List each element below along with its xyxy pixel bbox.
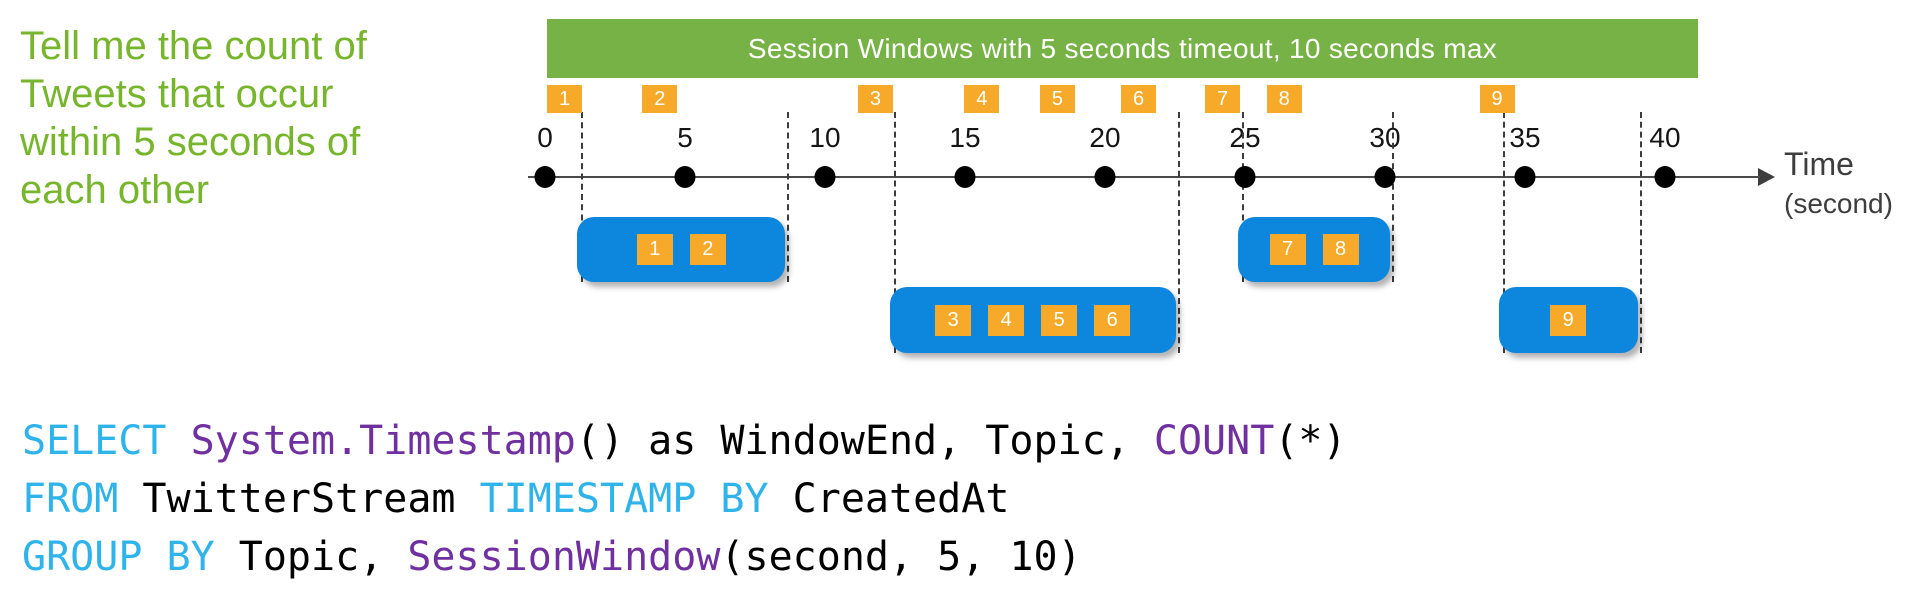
tick-label: 5 [677, 122, 693, 153]
prompt-line: each other [20, 168, 210, 212]
sql-token-function: System.Timestamp [190, 418, 576, 464]
sql-token-plain: CreatedAt [792, 476, 1010, 522]
timeline-dot [1234, 166, 1256, 188]
event-marker: 1 [547, 85, 583, 113]
sql-token-plain: (second, 5, 10) [720, 534, 1082, 580]
event-chip: 9 [1550, 304, 1587, 336]
sql-code-line: SELECT System.Timestamp() as WindowEnd, … [22, 412, 1347, 470]
sql-token-keyword: FROM [22, 476, 143, 522]
window-boundary-line [1639, 112, 1642, 353]
timeline-dot [674, 166, 696, 188]
sql-token-function: SessionWindow [407, 534, 721, 580]
window-boundary-line [893, 112, 896, 353]
sql-token-keyword: SELECT [22, 418, 191, 464]
timeline-dot [814, 166, 836, 188]
timeline-dot [534, 166, 556, 188]
tick-label: 35 [1509, 122, 1541, 153]
timeline-dot [1514, 166, 1536, 188]
sql-token-plain: Topic, [238, 534, 408, 580]
window-boundary-line [1502, 112, 1505, 353]
event-chip: 5 [1041, 304, 1078, 336]
prompt-line: within 5 seconds of [20, 120, 361, 164]
event-chip: 7 [1269, 234, 1306, 265]
sql-token-keyword: GROUP BY [22, 534, 239, 580]
event-marker: 2 [642, 85, 678, 113]
prompt-line: Tweets that occur [20, 72, 334, 116]
time-axis-label-unit: (second) [1784, 188, 1893, 219]
timeline-dot [1094, 166, 1116, 188]
event-marker: 5 [1039, 85, 1075, 113]
session-window: 9 [1498, 287, 1638, 353]
tick-label: 40 [1649, 122, 1681, 153]
banner-title: Session Windows with 5 seconds timeout, … [547, 19, 1698, 78]
sql-token-plain: (*) [1274, 418, 1347, 464]
window-boundary-line [1242, 112, 1245, 282]
time-axis-arrow-icon [1758, 168, 1775, 186]
event-marker: 3 [857, 85, 893, 113]
event-marker: 9 [1479, 85, 1515, 113]
window-boundary-line [581, 112, 584, 282]
timeline-dot [1654, 166, 1676, 188]
event-marker: 6 [1121, 85, 1157, 113]
event-marker: 8 [1266, 85, 1302, 113]
event-chip: 2 [689, 234, 726, 265]
event-chip: 6 [1094, 304, 1131, 336]
sql-code-line: GROUP BY Topic, SessionWindow(second, 5,… [22, 528, 1347, 586]
tick-label: 20 [1089, 122, 1121, 153]
tick-label: 25 [1229, 122, 1261, 153]
tick-label: 10 [809, 122, 841, 153]
window-boundary-line [1392, 112, 1394, 282]
window-boundary-line [1177, 112, 1180, 353]
event-marker: 4 [964, 85, 1000, 113]
event-marker: 7 [1205, 85, 1241, 113]
sql-token-function: COUNT [1153, 418, 1275, 464]
timeline-dot [1374, 166, 1396, 188]
tick-label: 0 [537, 122, 553, 153]
event-chip: 8 [1322, 234, 1359, 265]
time-axis-label: Time (second) [1784, 144, 1893, 224]
sql-query: SELECT System.Timestamp() as WindowEnd, … [22, 412, 1347, 586]
time-axis-label-main: Time [1784, 146, 1854, 182]
event-chip: 1 [636, 234, 673, 265]
event-chip: 4 [988, 304, 1025, 336]
sql-token-plain: TwitterStream [142, 476, 480, 522]
window-boundary-line [787, 112, 790, 282]
sql-token-keyword: TIMESTAMP BY [479, 476, 793, 522]
tick-label: 30 [1369, 122, 1401, 153]
prompt-line: Tell me the count of [20, 24, 367, 68]
event-chip: 3 [935, 304, 972, 336]
prompt-text: Tell me the count of Tweets that occur w… [20, 22, 367, 214]
time-axis-line [528, 176, 1760, 178]
timeline-dot [954, 166, 976, 188]
sql-code-line: FROM TwitterStream TIMESTAMP BY CreatedA… [22, 470, 1347, 528]
tick-label: 15 [949, 122, 981, 153]
sql-token-plain: () as WindowEnd, Topic, [575, 418, 1154, 464]
